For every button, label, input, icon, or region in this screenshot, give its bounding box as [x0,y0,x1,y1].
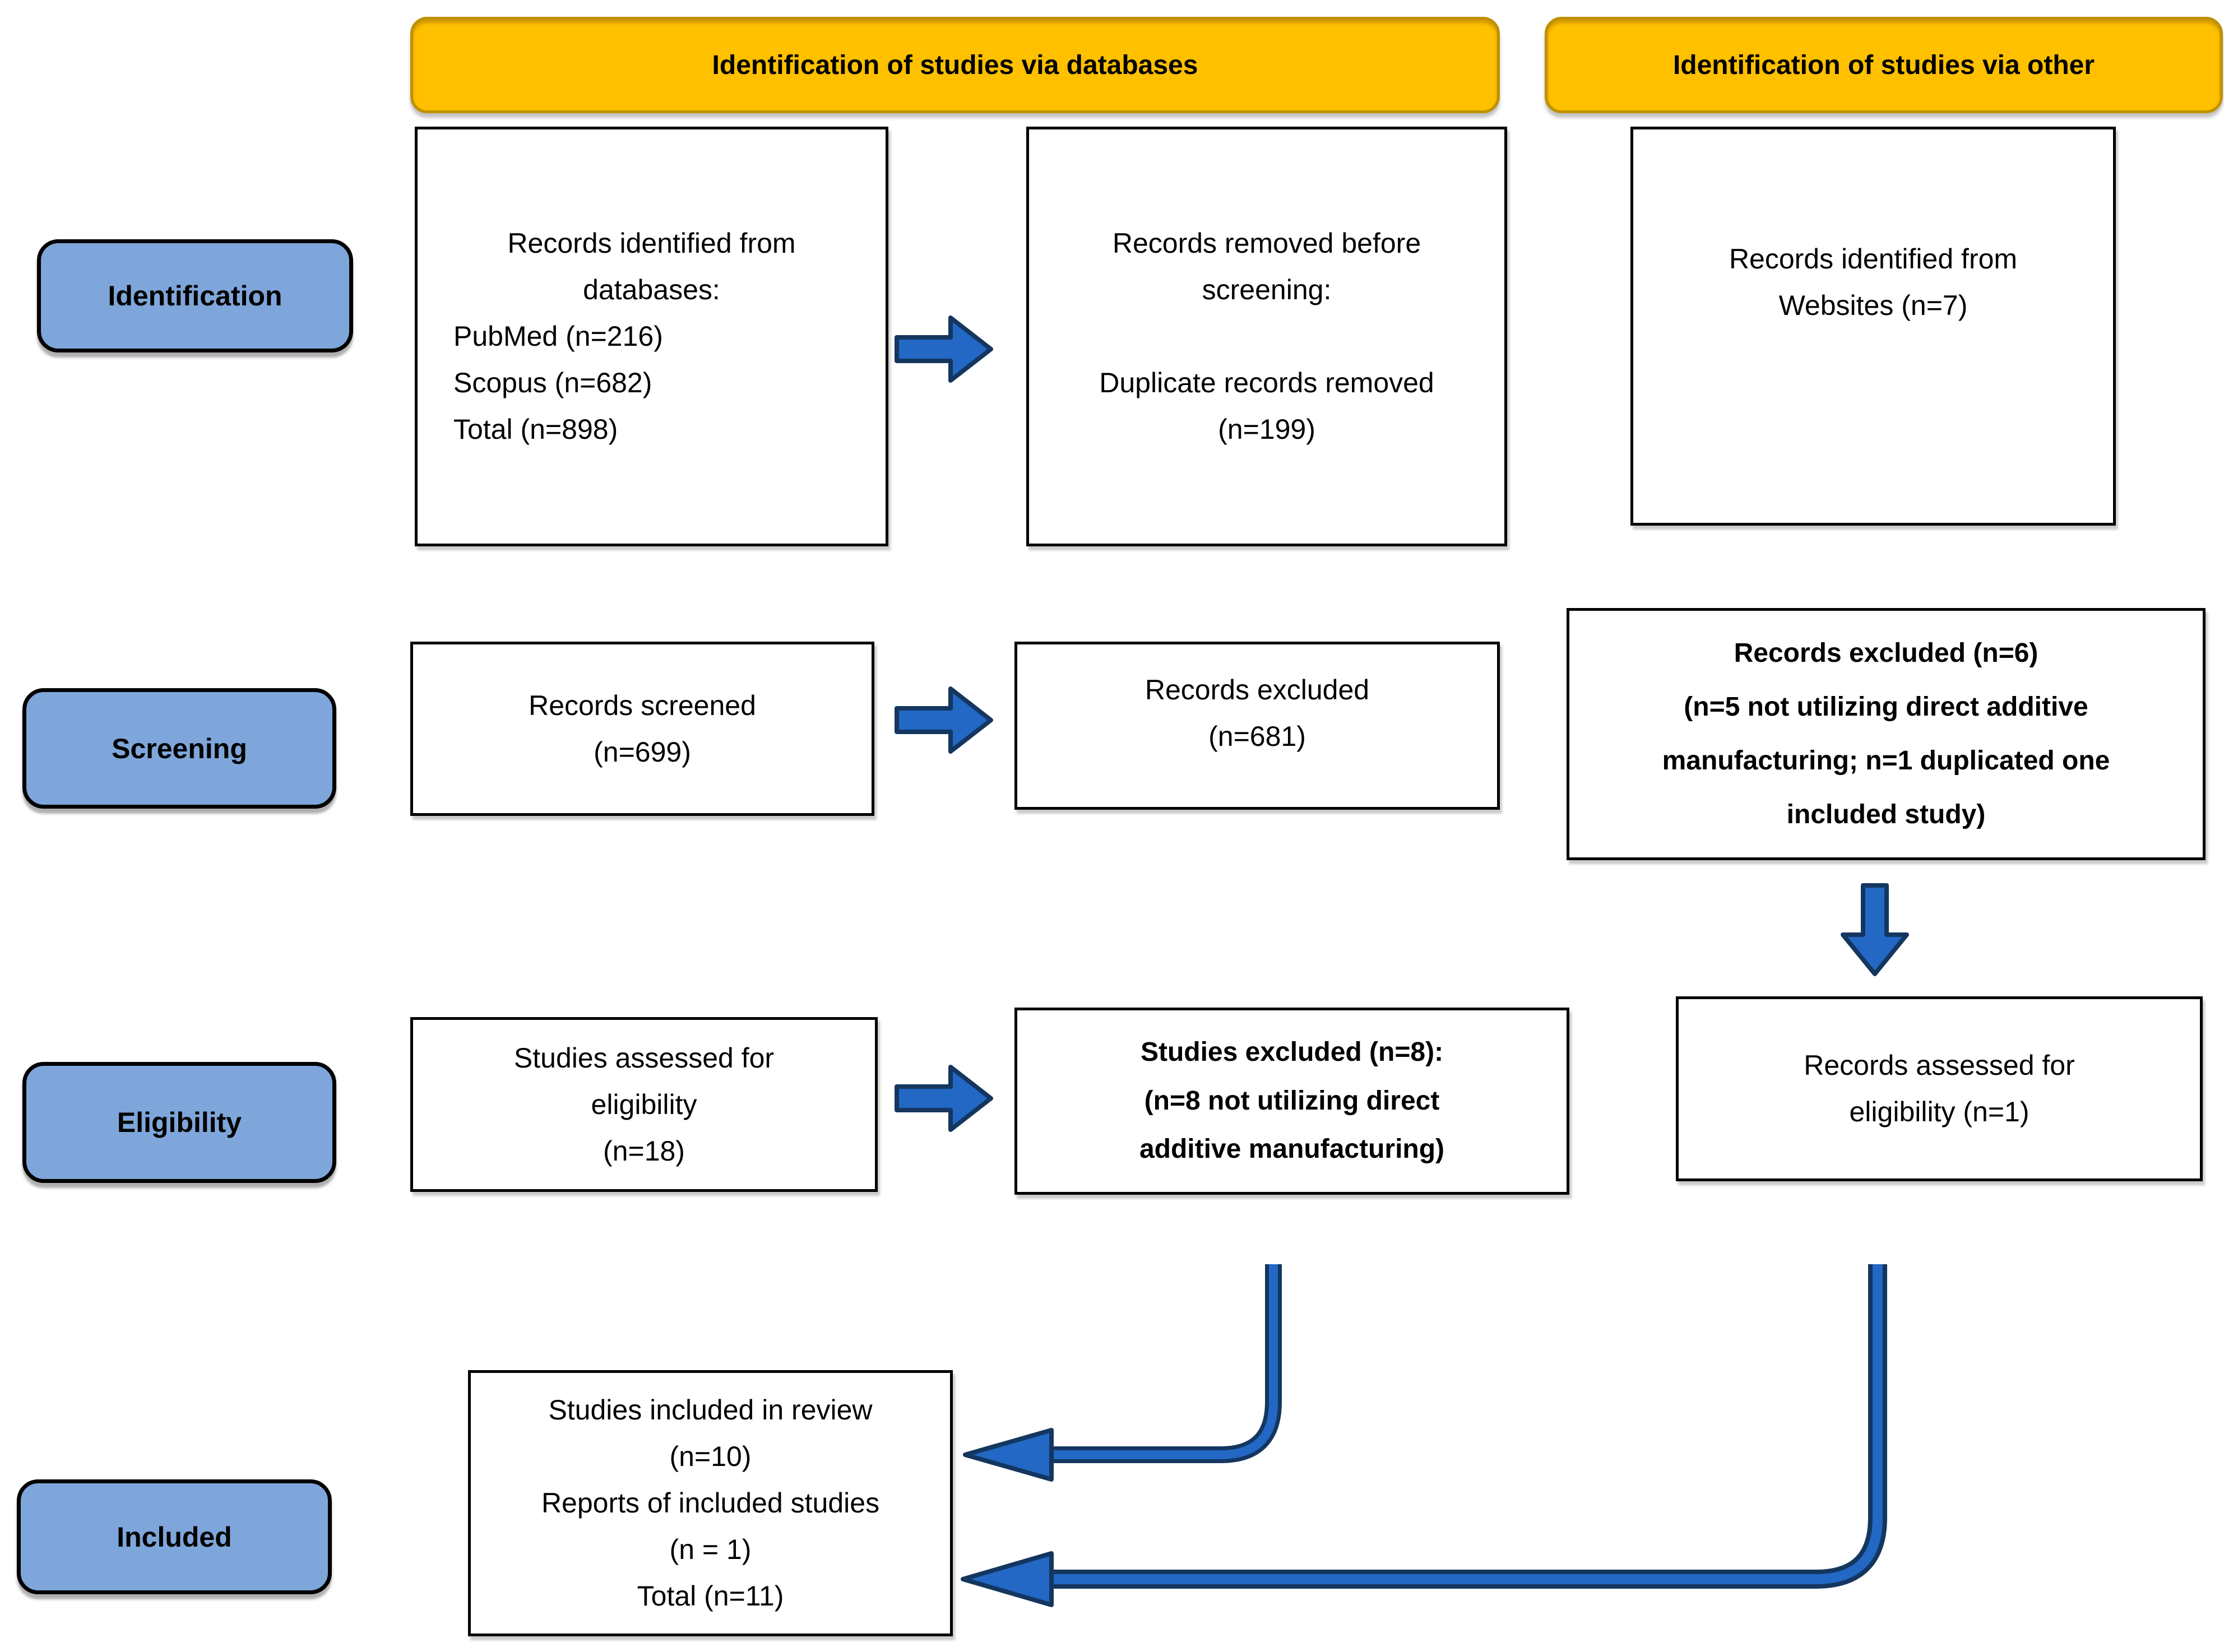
box-text-line: databases: [583,274,720,305]
box-text-line: eligibility (n=1) [1849,1096,2030,1127]
arrow-assessed-to-excluded-icon [895,1065,993,1132]
box-records-identified-websites: Records identified from Websites (n=7) [1630,127,2116,526]
box-records-excluded-681: Records excluded (n=681) [1014,642,1500,810]
arrow-screened-to-excluded-icon [895,686,993,754]
box-records-screened: Records screened (n=699) [410,642,874,816]
box-text-line: (n=699) [594,736,691,768]
arrow-excluded6-to-assessed-icon [1841,883,1909,976]
box-text-line: Records excluded [1145,674,1370,706]
box-text-line: Records identified from [507,228,796,259]
box-records-excluded-6: Records excluded (n=6) (n=5 not utilizin… [1567,608,2206,860]
box-text-line: Records screened [529,689,756,721]
box-text-line: manufacturing; n=1 duplicated one [1662,746,2110,776]
stage-label-screening: Screening [22,688,336,809]
arrow-records-to-included-icon [961,1264,1887,1607]
box-text-line: (n=681) [1208,721,1306,752]
box-text-line: (n=18) [603,1135,685,1167]
box-records-identified-databases: Records identified from databases: PubMe… [415,127,888,546]
box-text-line: Studies included in review [548,1394,873,1426]
stage-label-eligibility: Eligibility [22,1062,336,1183]
stage-label-identification: Identification [37,239,353,352]
header-via-databases: Identification of studies via databases [410,17,1500,113]
box-text-line: Reports of included studies [541,1487,880,1519]
box-text-line: Records assessed for [1804,1050,2075,1081]
header-via-other: Identification of studies via other [1545,17,2223,113]
box-studies-excluded-8: Studies excluded (n=8): (n=8 not utilizi… [1014,1008,1569,1195]
box-text-line: Studies assessed for [513,1042,775,1074]
box-text-line: Records excluded (n=6) [1734,638,2038,668]
box-studies-assessed-eligibility: Studies assessed for eligibility (n=18) [410,1017,878,1192]
box-text-block: PubMed (n=216) Scopus (n=682) Total (n=8… [427,313,877,453]
box-text-line: Websites (n=7) [1778,290,1968,321]
box-text-line: (n=5 not utilizing direct additive [1684,692,2088,722]
arrow-identified-to-removed-icon [895,315,993,383]
box-records-removed-before-screening: Records removed before screening: Duplic… [1026,127,1507,546]
box-text-line: (n=10) [669,1441,752,1472]
box-text-line: Total (n=898) [453,414,618,445]
box-text-line: eligibility [591,1088,697,1120]
box-text-line [1038,313,1495,360]
box-text-line: (n = 1) [669,1534,752,1565]
box-studies-included: Studies included in review (n=10) Report… [468,1370,953,1636]
box-text-line: (n=8 not utilizing direct [1144,1085,1440,1116]
box-text-line: Records identified from [1729,243,2018,275]
box-text-line: Total (n=11) [637,1580,784,1612]
stage-label-included: Included [17,1479,332,1594]
box-text-line: Duplicate records removed [1099,367,1434,398]
arrow-studies-to-included-icon [963,1264,1282,1482]
box-text-line: included study) [1786,800,1986,829]
box-text-line: Records removed before [1112,228,1421,259]
box-text-line: additive manufacturing) [1139,1134,1445,1164]
box-text-line: screening: [1202,274,1332,305]
box-text-line: (n=199) [1218,414,1315,445]
box-text-line: PubMed (n=216) [453,321,663,352]
box-text-line: Studies excluded (n=8): [1140,1037,1444,1068]
box-records-assessed-eligibility: Records assessed for eligibility (n=1) [1676,996,2203,1181]
box-text-line: Scopus (n=682) [453,367,652,398]
